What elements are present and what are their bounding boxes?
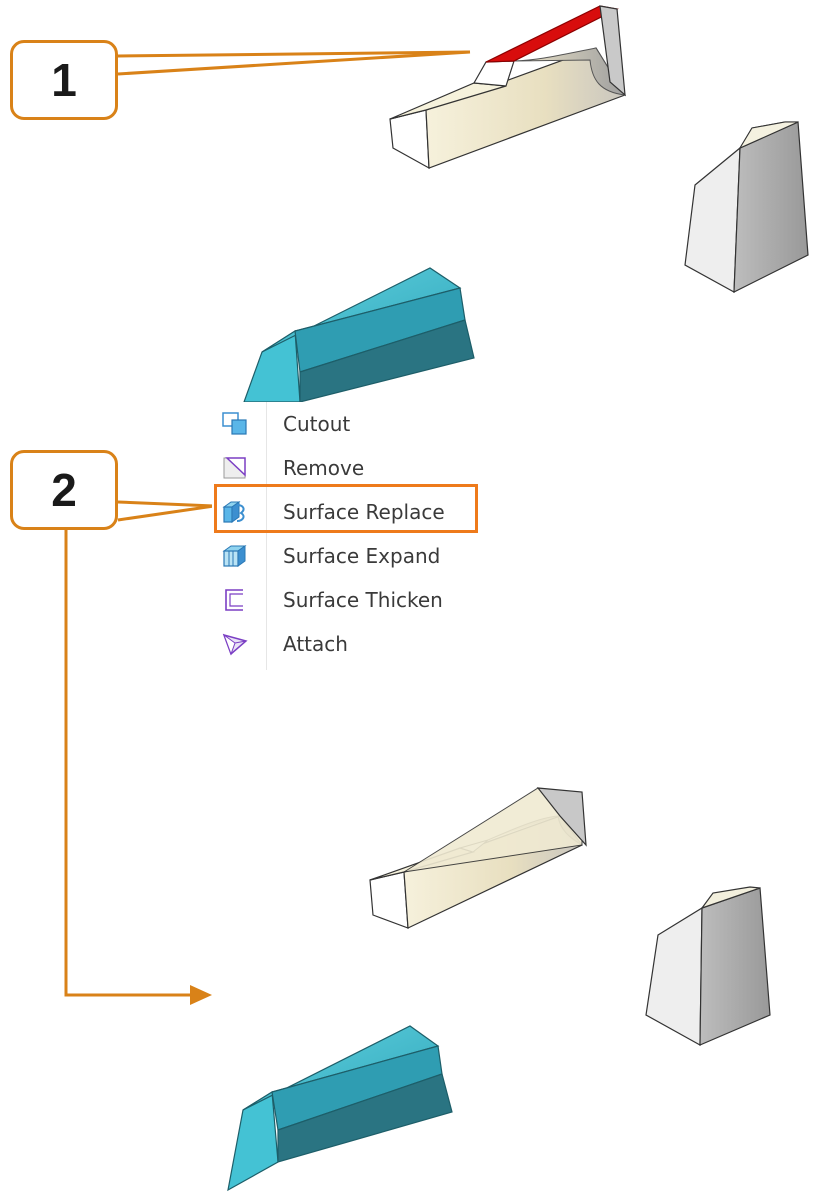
result-block-part[interactable] bbox=[369, 787, 587, 929]
step-1-callout: 1 bbox=[10, 40, 118, 120]
surface-thicken-icon bbox=[220, 586, 250, 614]
selected-block-part[interactable] bbox=[389, 5, 626, 170]
attach-icon bbox=[220, 630, 250, 658]
menu-item-cutout[interactable]: Cutout bbox=[212, 404, 484, 444]
grey-block-part[interactable] bbox=[684, 121, 809, 293]
surface-replace-icon bbox=[220, 498, 250, 526]
step-1-number: 1 bbox=[51, 54, 77, 106]
callout-2-leader bbox=[64, 500, 215, 997]
teal-body-result-part[interactable] bbox=[227, 1025, 453, 1192]
menu-item-label: Cutout bbox=[283, 412, 351, 436]
menu-item-label: Attach bbox=[283, 632, 348, 656]
arrow-head-icon bbox=[190, 985, 212, 1005]
menu-item-surface-replace[interactable]: Surface Replace bbox=[212, 492, 484, 532]
context-menu: Cutout Remove Surface Replace Surface Ex… bbox=[212, 402, 484, 670]
grey-block-result-part[interactable] bbox=[645, 886, 771, 1047]
menu-item-surface-expand[interactable]: Surface Expand bbox=[212, 536, 484, 576]
step-2-number: 2 bbox=[51, 464, 77, 516]
menu-item-surface-thicken[interactable]: Surface Thicken bbox=[212, 580, 484, 620]
menu-item-label: Surface Expand bbox=[283, 544, 441, 568]
menu-item-label: Surface Thicken bbox=[283, 588, 443, 612]
cutout-icon bbox=[220, 410, 250, 438]
menu-icon-separator bbox=[266, 402, 267, 670]
menu-item-label: Surface Replace bbox=[283, 500, 445, 524]
surface-replace-highlight bbox=[214, 484, 478, 533]
menu-item-attach[interactable]: Attach bbox=[212, 624, 484, 664]
surface-expand-icon bbox=[220, 542, 250, 570]
menu-item-remove[interactable]: Remove bbox=[212, 448, 484, 488]
remove-icon bbox=[220, 454, 250, 482]
callout-1-leader bbox=[117, 50, 471, 76]
teal-body-part[interactable] bbox=[243, 267, 475, 403]
menu-item-label: Remove bbox=[283, 456, 365, 480]
step-2-callout: 2 bbox=[10, 450, 118, 530]
